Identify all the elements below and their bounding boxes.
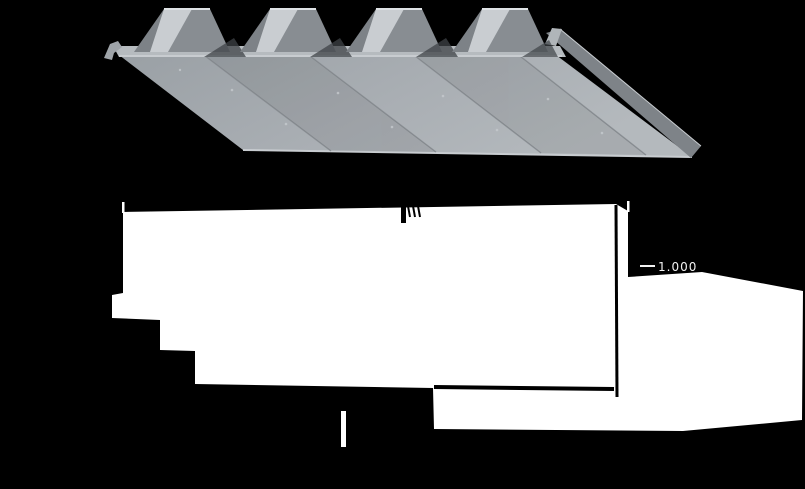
rib-4	[452, 8, 558, 57]
panel-ribs	[134, 8, 558, 57]
rib-2	[240, 8, 352, 57]
panel-bottom-edge-highlight	[242, 149, 693, 158]
panel-rivet-dots	[178, 68, 655, 135]
width-dimension-tick-marks	[401, 205, 421, 223]
extension-line	[341, 411, 346, 447]
front-edge-seam-line	[433, 385, 615, 391]
width-dimension-right-tick	[627, 201, 630, 212]
panel-side-face	[546, 29, 701, 158]
panel-seam-lines	[204, 55, 647, 156]
width-dimension	[122, 201, 630, 223]
side-face-crease-line	[614, 204, 619, 398]
rib-1	[134, 8, 246, 57]
rib-3	[346, 8, 458, 57]
panel-left-lip	[104, 41, 122, 60]
panel-3d-render	[104, 8, 702, 158]
panel-strip-shading	[205, 56, 646, 155]
length-dimension: 1.000	[640, 260, 697, 274]
panel-plan-silhouette	[112, 204, 803, 431]
width-dimension-left-tick	[122, 202, 125, 213]
panel-side-face-highlight	[559, 28, 702, 147]
length-dimension-label: 1.000	[658, 260, 697, 274]
panel-underside-face	[119, 55, 692, 157]
panel-dimension-drawing: 1.000	[112, 201, 803, 447]
